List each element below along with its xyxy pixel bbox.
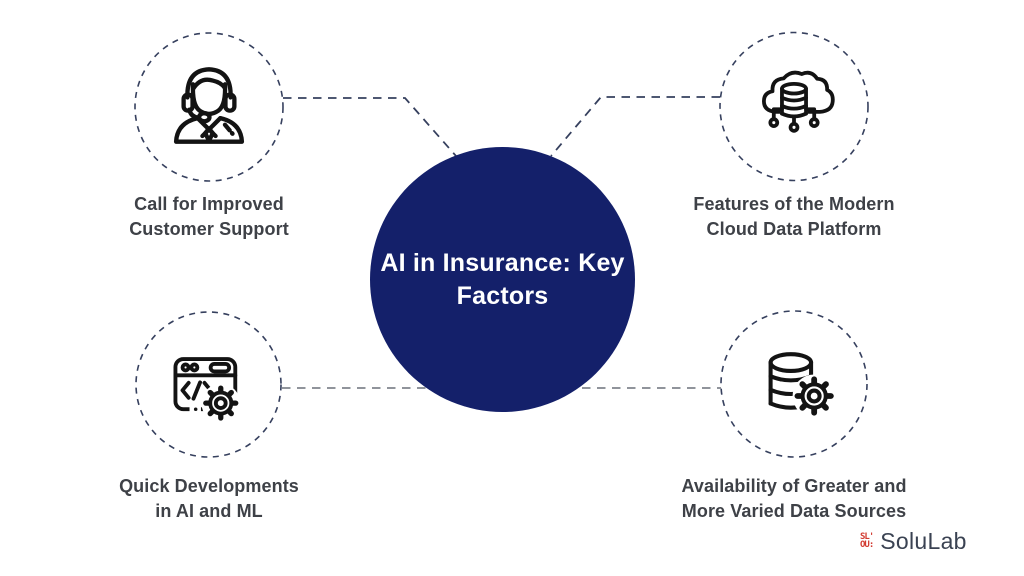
connector-top-left xyxy=(283,97,457,157)
factor-label-line: in AI and ML xyxy=(155,501,263,521)
factor-label-line: Call for Improved xyxy=(134,194,284,214)
central-topic-circle: AI in Insurance: Key Factors xyxy=(370,147,635,412)
factor-label-data-sources: Availability of Greater and More Varied … xyxy=(662,474,926,524)
database-gear-icon xyxy=(768,352,836,418)
solulab-logo-text: SoluLab xyxy=(880,528,967,554)
factor-ring-bottom-right xyxy=(720,310,868,458)
logo-mark-row: OU: xyxy=(860,540,874,550)
factor-label-line: Customer Support xyxy=(129,219,289,239)
cloud-database-icon xyxy=(762,70,835,133)
central-topic-title-line1: AI in Insurance: Key xyxy=(380,248,625,277)
factor-label-customer-support: Call for Improved Customer Support xyxy=(84,192,334,242)
factor-label-line: Availability of Greater and xyxy=(681,476,907,496)
solulab-logo: SL' OU: SoluLab xyxy=(860,528,967,554)
factor-ring-top-left xyxy=(134,32,284,182)
factor-label-line: Features of the Modern xyxy=(693,194,895,214)
factor-label-line: Quick Developments xyxy=(119,476,299,496)
central-topic-title-line2: Factors xyxy=(456,281,549,310)
logo-mark-row: SL' xyxy=(860,531,874,542)
factor-label-line: Cloud Data Platform xyxy=(706,219,882,239)
factor-ring-bottom-left xyxy=(135,311,282,458)
factor-ring-top-right xyxy=(719,31,869,182)
customer-support-agent-icon xyxy=(173,67,245,144)
factor-label-ai-ml-developments: Quick Developments in AI and ML xyxy=(84,474,334,524)
connector-top-right xyxy=(550,96,720,157)
factor-label-cloud-platform: Features of the Modern Cloud Data Platfo… xyxy=(669,192,919,242)
factor-label-line: More Varied Data Sources xyxy=(681,501,907,521)
code-window-gear-icon xyxy=(173,357,241,423)
solulab-logo-mark-icon: SL' OU: xyxy=(860,531,874,550)
central-topic-title: AI in Insurance: Key Factors xyxy=(380,247,625,313)
